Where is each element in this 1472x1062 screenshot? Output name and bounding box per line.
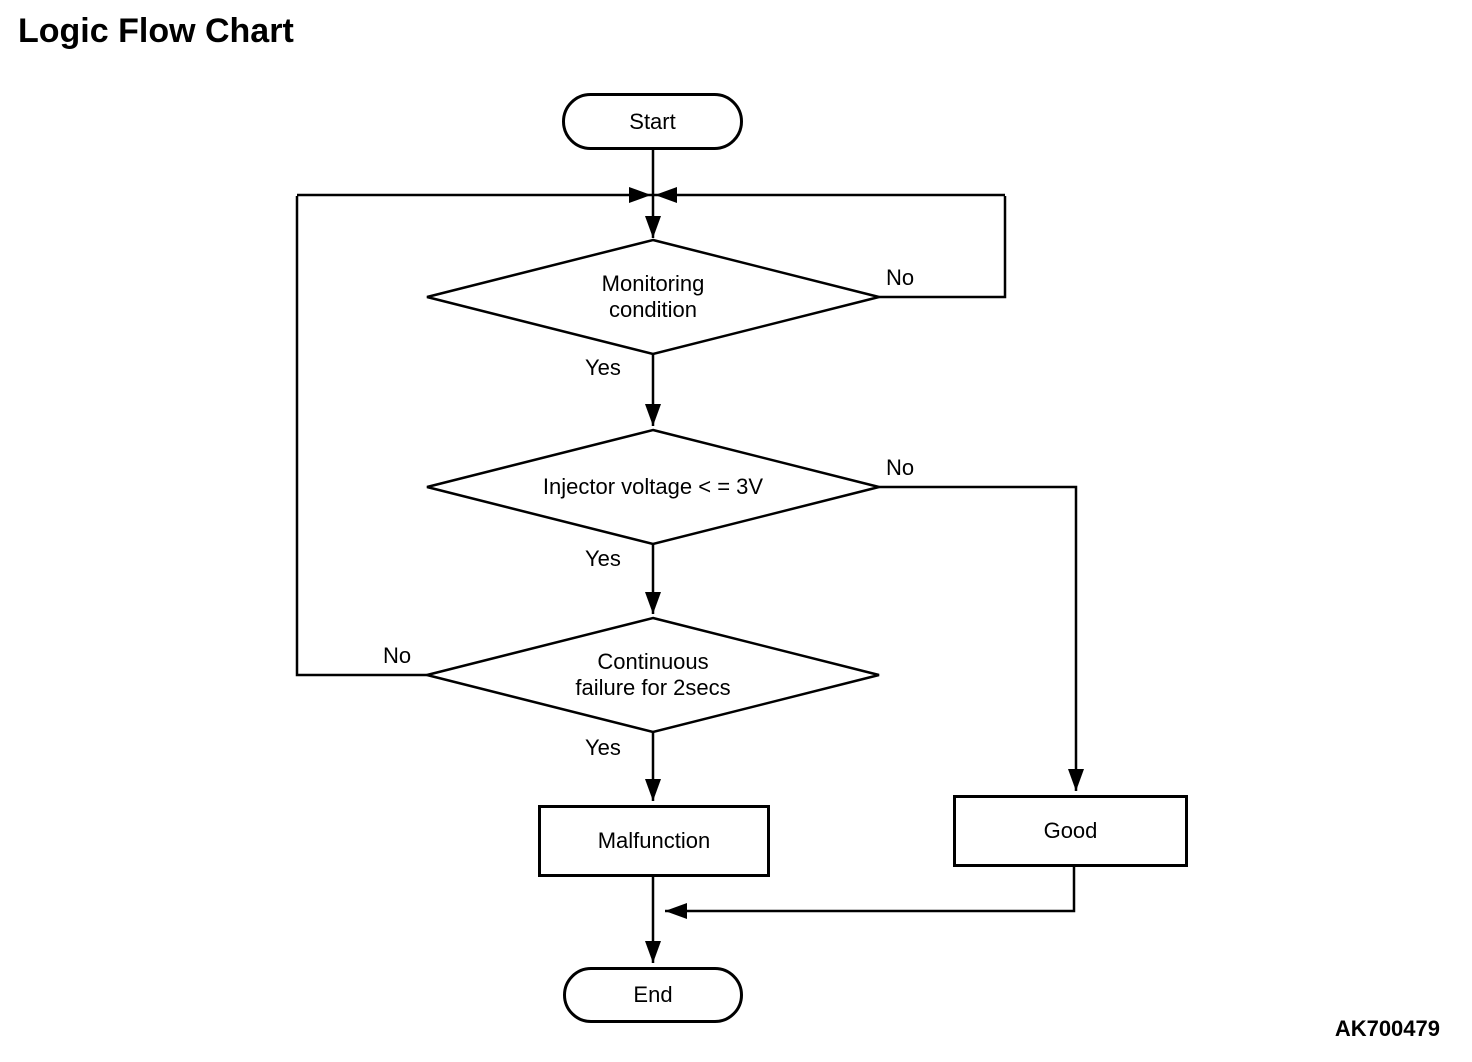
monitoring-condition-line2: condition [608, 297, 698, 322]
malfunction-label: Malfunction [597, 828, 711, 853]
monitoring-yes-label: Yes [585, 355, 621, 380]
monitoring-no-label: No [886, 265, 915, 290]
decision-injector-diamond [426, 428, 880, 546]
decision-continuous-diamond [426, 616, 880, 734]
merge-arrowhead-right [655, 187, 677, 203]
monitoring-condition-line1: Monitoring [601, 271, 705, 296]
injector-no-label: No [886, 455, 915, 480]
malfunction-node: Malfunction [538, 805, 770, 877]
injector-yes-label: Yes [585, 546, 621, 571]
continuous-failure-line2: failure for 2secs [575, 675, 731, 700]
merge-arrowhead-left [629, 187, 651, 203]
good-label: Good [1043, 818, 1098, 843]
edge-monitoring-no-line [879, 196, 1007, 299]
figure-code: AK700479 [1334, 1016, 1440, 1041]
continuous-failure-line1: Continuous [597, 649, 709, 674]
continuous-failure-label: Continuous failure for 2secs [503, 631, 803, 719]
edge-good-to-end-line [665, 867, 1076, 919]
edge-injector-no-line [879, 485, 1084, 791]
continuous-yes-label: Yes [585, 735, 621, 760]
injector-voltage-line1: Injector voltage < = 3V [542, 474, 764, 499]
start-node: Start [562, 93, 743, 150]
monitoring-condition-label: Monitoring condition [503, 253, 803, 341]
page-title: Logic Flow Chart [18, 12, 294, 50]
end-label: End [633, 982, 673, 1007]
continuous-no-label: No [383, 643, 412, 668]
end-node: End [563, 967, 743, 1023]
start-label: Start [629, 108, 676, 134]
decision-monitoring-diamond [426, 238, 880, 356]
injector-voltage-label: Injector voltage < = 3V [453, 465, 853, 509]
edge-continuous-no-line [295, 196, 427, 677]
good-node: Good [953, 795, 1188, 867]
